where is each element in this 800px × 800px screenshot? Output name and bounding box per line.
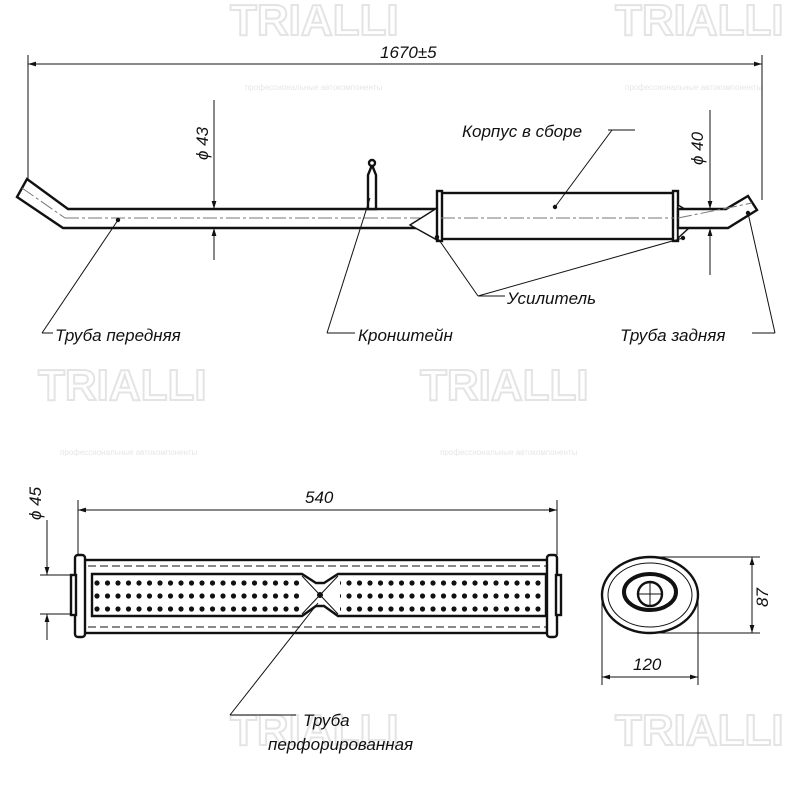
svg-text:TRIALLI: TRIALLI [615, 706, 784, 755]
watermark-logos: TRIALLI TRIALLI TRIALLI TRIALLI TRIALLI … [37, 0, 785, 756]
svg-text:профессиональные автокомпонент: профессиональные автокомпоненты [60, 448, 198, 457]
muffler-housing [439, 191, 676, 241]
exhaust-system [15, 158, 759, 243]
svg-text:Труба: Труба [303, 711, 350, 730]
housing-label: Корпус в сборе [462, 122, 582, 141]
reinforcement-label: Усилитель [506, 289, 596, 308]
svg-text:ϕ 45: ϕ 45 [26, 486, 45, 520]
svg-text:TRIALLI: TRIALLI [615, 0, 784, 45]
bracket [366, 161, 378, 211]
svg-text:профессиональные автокомпонент: профессиональные автокомпоненты [245, 83, 383, 92]
overall-length-dimension: 1670±5 [27, 43, 763, 200]
perforated-pipe-callout: Труба перфорированная [229, 602, 413, 754]
front-diameter-dimension: ϕ 43 [193, 100, 217, 260]
muffler-dimensions: 540 ϕ 45 [26, 486, 558, 640]
svg-text:ϕ 43: ϕ 43 [193, 126, 212, 160]
bracket-label: Кронштейн [358, 326, 453, 345]
svg-text:ϕ 40: ϕ 40 [688, 131, 707, 165]
svg-text:TRIALLI: TRIALLI [230, 706, 399, 755]
svg-text:87: 87 [753, 588, 772, 607]
muffler-section [69, 553, 563, 639]
svg-text:профессиональные автокомпонент: профессиональные автокомпоненты [440, 448, 578, 457]
svg-text:TRIALLI: TRIALLI [38, 361, 207, 410]
front-pipe-label: Труба передняя [55, 326, 181, 345]
rear-diameter-dimension: ϕ 40 [688, 110, 713, 275]
muffler-end-view: 87 120 [600, 555, 772, 685]
svg-text:TRIALLI: TRIALLI [230, 0, 399, 45]
rear-pipe [676, 194, 759, 230]
svg-text:TRIALLI: TRIALLI [420, 361, 589, 410]
muffler-length-value: 540 [305, 488, 334, 507]
svg-text:перфорированная: перфорированная [268, 735, 413, 754]
rear-pipe-label: Труба задняя [620, 326, 725, 345]
svg-text:профессиональные автокомпонент: профессиональные автокомпоненты [625, 83, 763, 92]
overall-length-value: 1670±5 [380, 43, 437, 62]
callouts: Корпус в сборе Усилитель Труба передняя … [41, 122, 776, 345]
svg-text:120: 120 [633, 655, 662, 674]
